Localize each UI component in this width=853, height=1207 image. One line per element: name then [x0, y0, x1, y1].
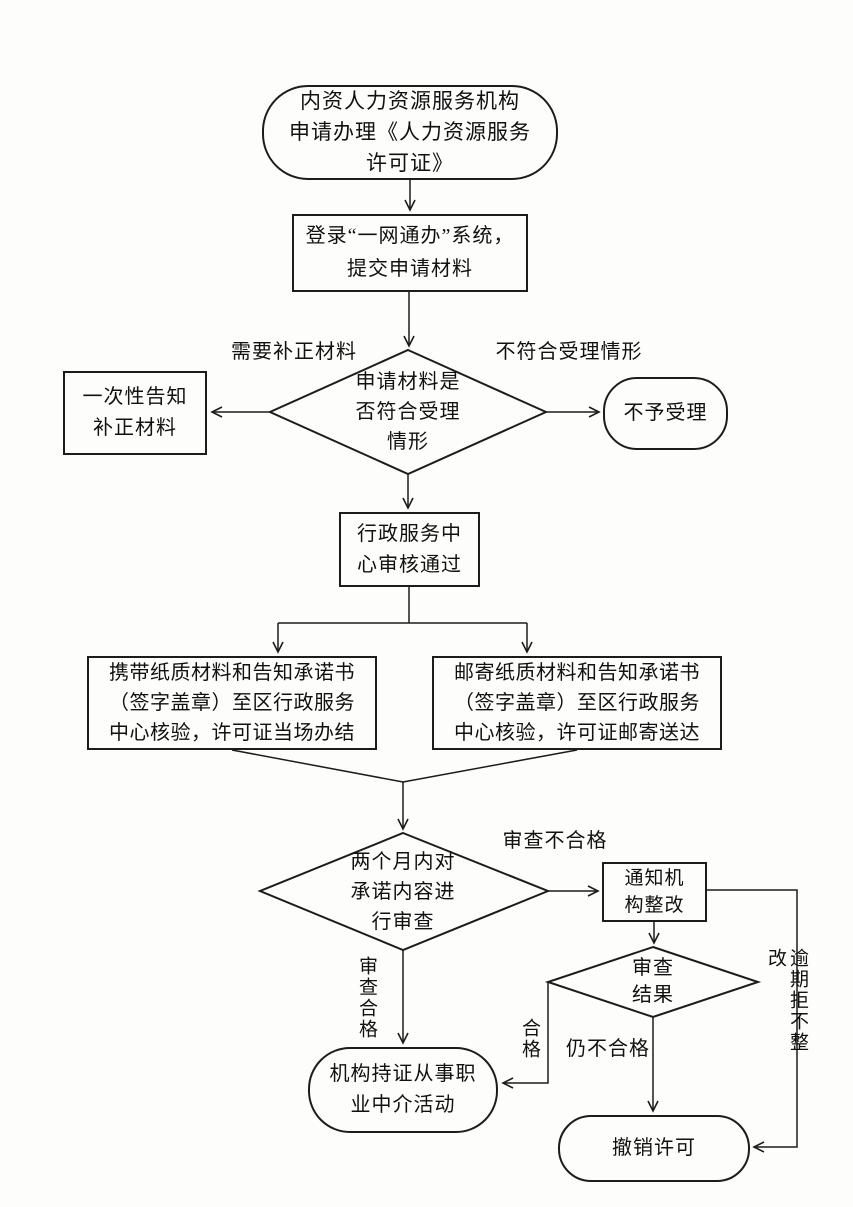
edge-carry-merge — [231, 749, 404, 783]
edge-label-review-pass: 审查合格 — [356, 956, 377, 1040]
node-promise-review: 两个月内对 承诺内容进 行审查 — [350, 851, 456, 933]
edge-label-review-fail: 审查不合格 — [502, 830, 608, 852]
node-notify-rectify: 通知机 构整改 — [602, 862, 707, 922]
decision-accept-check-shape — [267, 348, 549, 476]
edge-notify-revoke — [707, 889, 798, 1153]
node-revoke-license: 撤销许可 — [558, 1115, 750, 1182]
edge-label-not-acceptable: 不符合受理情形 — [495, 341, 643, 363]
node-reject: 不予受理 — [603, 377, 728, 450]
edge-label-pass: 合格 — [519, 1018, 540, 1060]
edge-result-licensed — [501, 982, 549, 1089]
decision-review-result-shape — [544, 945, 762, 1019]
node-mail-materials: 邮寄纸质材料和告知承诺书 （签字盖章）至区行政服务 中心核验，许可证邮寄送达 — [432, 656, 722, 750]
edge-mail-merge — [402, 749, 578, 783]
edge-label-overdue-refuse: 逾期拒不整改 — [765, 948, 808, 1053]
edge-audit-split — [278, 587, 527, 624]
node-one-time-notice: 一次性告知 补正材料 — [63, 371, 207, 455]
edge-label-still-fail: 仍不合格 — [566, 1038, 650, 1060]
node-start: 内资人力资源服务机构 申请办理《人力资源服务 许可证》 — [262, 85, 558, 180]
node-carry-materials: 携带纸质材料和告知承诺书 （签字盖章）至区行政服务 中心核验，许可证当场办结 — [87, 656, 377, 750]
node-login: 登录“一网通办”系统， 提交申请材料 — [292, 214, 528, 292]
node-center-audit: 行政服务中 心审核通过 — [339, 512, 480, 587]
node-licensed-activity: 机构持证从事职 业中介活动 — [308, 1047, 498, 1133]
decision-promise-review-shape — [257, 831, 551, 952]
edge-label-need-supplement: 需要补正材料 — [231, 341, 357, 363]
node-review-result: 审查 结果 — [632, 957, 674, 1006]
node-accept-check: 申请材料是 否符合受理 情形 — [355, 371, 461, 453]
